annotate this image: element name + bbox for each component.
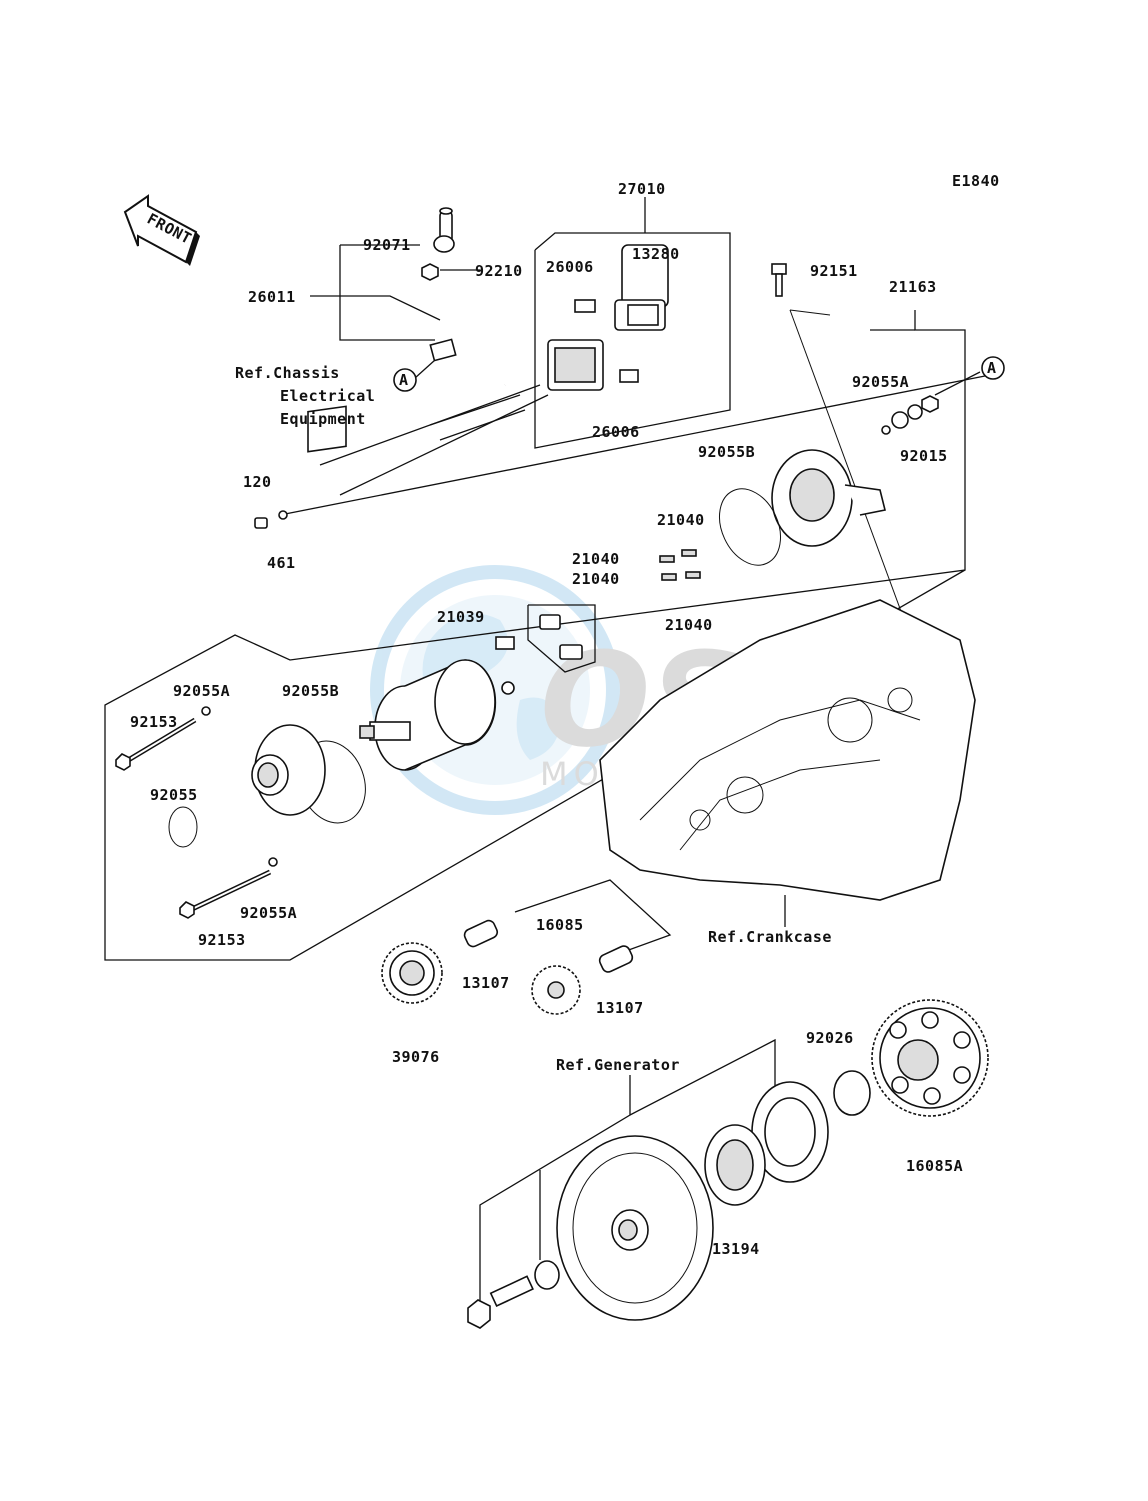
ref-crankcase: Ref.Crankcase	[708, 928, 832, 946]
washer-92026	[833, 1070, 871, 1116]
label-21040-d: 21040	[665, 616, 713, 634]
label-13107-b: 13107	[596, 999, 644, 1017]
label-13194: 13194	[712, 1240, 760, 1258]
starter-relay	[547, 244, 669, 391]
label-120: 120	[243, 473, 272, 491]
one-way-clutch-13194	[704, 1124, 766, 1206]
label-92015: 92015	[900, 447, 948, 465]
label-21040-c: 21040	[572, 570, 620, 588]
label-92055B-left: 92055B	[282, 682, 339, 700]
label-26011: 26011	[248, 288, 296, 306]
label-16085A: 16085A	[906, 1157, 963, 1175]
label-27010: 27010	[618, 180, 666, 198]
terminal-cap	[433, 207, 455, 253]
label-13107-a: 13107	[462, 974, 510, 992]
brush-springs	[659, 549, 701, 581]
label-39076: 39076	[392, 1048, 440, 1066]
ref-a-marker-2: A	[981, 356, 1005, 380]
label-461: 461	[267, 554, 296, 572]
nut-92210	[421, 263, 439, 281]
o-ring-92055	[168, 806, 198, 848]
label-21039: 21039	[437, 608, 485, 626]
nut-92015	[921, 395, 939, 413]
label-92055: 92055	[150, 786, 198, 804]
brush-holder	[495, 604, 596, 695]
label-92153-lower: 92153	[198, 931, 246, 949]
rotor-washer	[534, 1260, 560, 1290]
ref-chassis-line1: Ref.Chassis	[235, 364, 340, 382]
washer-92055A-upper	[201, 706, 211, 716]
ref-a-marker-1: A	[393, 368, 417, 392]
starter-clutch-housing	[751, 1081, 829, 1183]
dowel-13107-a	[463, 919, 499, 948]
through-bolt-lower	[179, 869, 272, 919]
starter-front-cover	[251, 724, 326, 816]
washer-top-2	[907, 404, 923, 420]
dowel-13107-b	[598, 945, 634, 973]
front-arrow-icon: FRONT	[123, 194, 200, 266]
label-92026: 92026	[806, 1029, 854, 1047]
o-ring-92055B-top	[719, 488, 781, 566]
idle-gear-39076	[381, 942, 443, 1004]
ref-generator: Ref.Generator	[556, 1056, 680, 1074]
label-26006-lower: 26006	[592, 423, 640, 441]
washer-92055A-lower	[268, 857, 278, 867]
ref-chassis-line2: Electrical	[280, 387, 375, 405]
washer-92055A-top	[881, 425, 891, 435]
label-92055B-top: 92055B	[698, 443, 755, 461]
label-26006-upper: 26006	[546, 258, 594, 276]
label-92055A-left-lower: 92055A	[240, 904, 297, 922]
washer-top-1	[891, 411, 909, 429]
diagram-code: E1840	[952, 172, 1000, 190]
rotor-bolt	[467, 1275, 534, 1329]
crankcase	[599, 599, 976, 901]
gear-16085	[531, 965, 581, 1015]
label-21040-b: 21040	[572, 550, 620, 568]
label-92055A-left-upper: 92055A	[173, 682, 230, 700]
ref-a-label-1: A	[399, 371, 409, 389]
label-21163: 21163	[889, 278, 937, 296]
label-21040-a: 21040	[657, 511, 705, 529]
label-92055A-top: 92055A	[852, 373, 909, 391]
starter-clutch-gear-16085A	[871, 999, 989, 1117]
harness	[254, 384, 549, 529]
generator-rotor	[556, 1135, 714, 1321]
label-16085: 16085	[536, 916, 584, 934]
part-labels: 27010 92071 92210 26011 26006 13280 2600…	[130, 180, 963, 1258]
through-bolt-upper	[115, 717, 197, 771]
starter-motor	[359, 659, 497, 771]
label-92151: 92151	[810, 262, 858, 280]
ref-chassis-line3: Equipment	[280, 410, 366, 428]
label-92071: 92071	[363, 236, 411, 254]
starter-rear-cover	[771, 449, 886, 547]
battery-cable	[429, 284, 519, 386]
bolt-92151	[771, 263, 787, 297]
label-92153-upper: 92153	[130, 713, 178, 731]
ref-a-label-2: A	[987, 359, 997, 377]
label-92210: 92210	[475, 262, 523, 280]
label-13280: 13280	[632, 245, 680, 263]
